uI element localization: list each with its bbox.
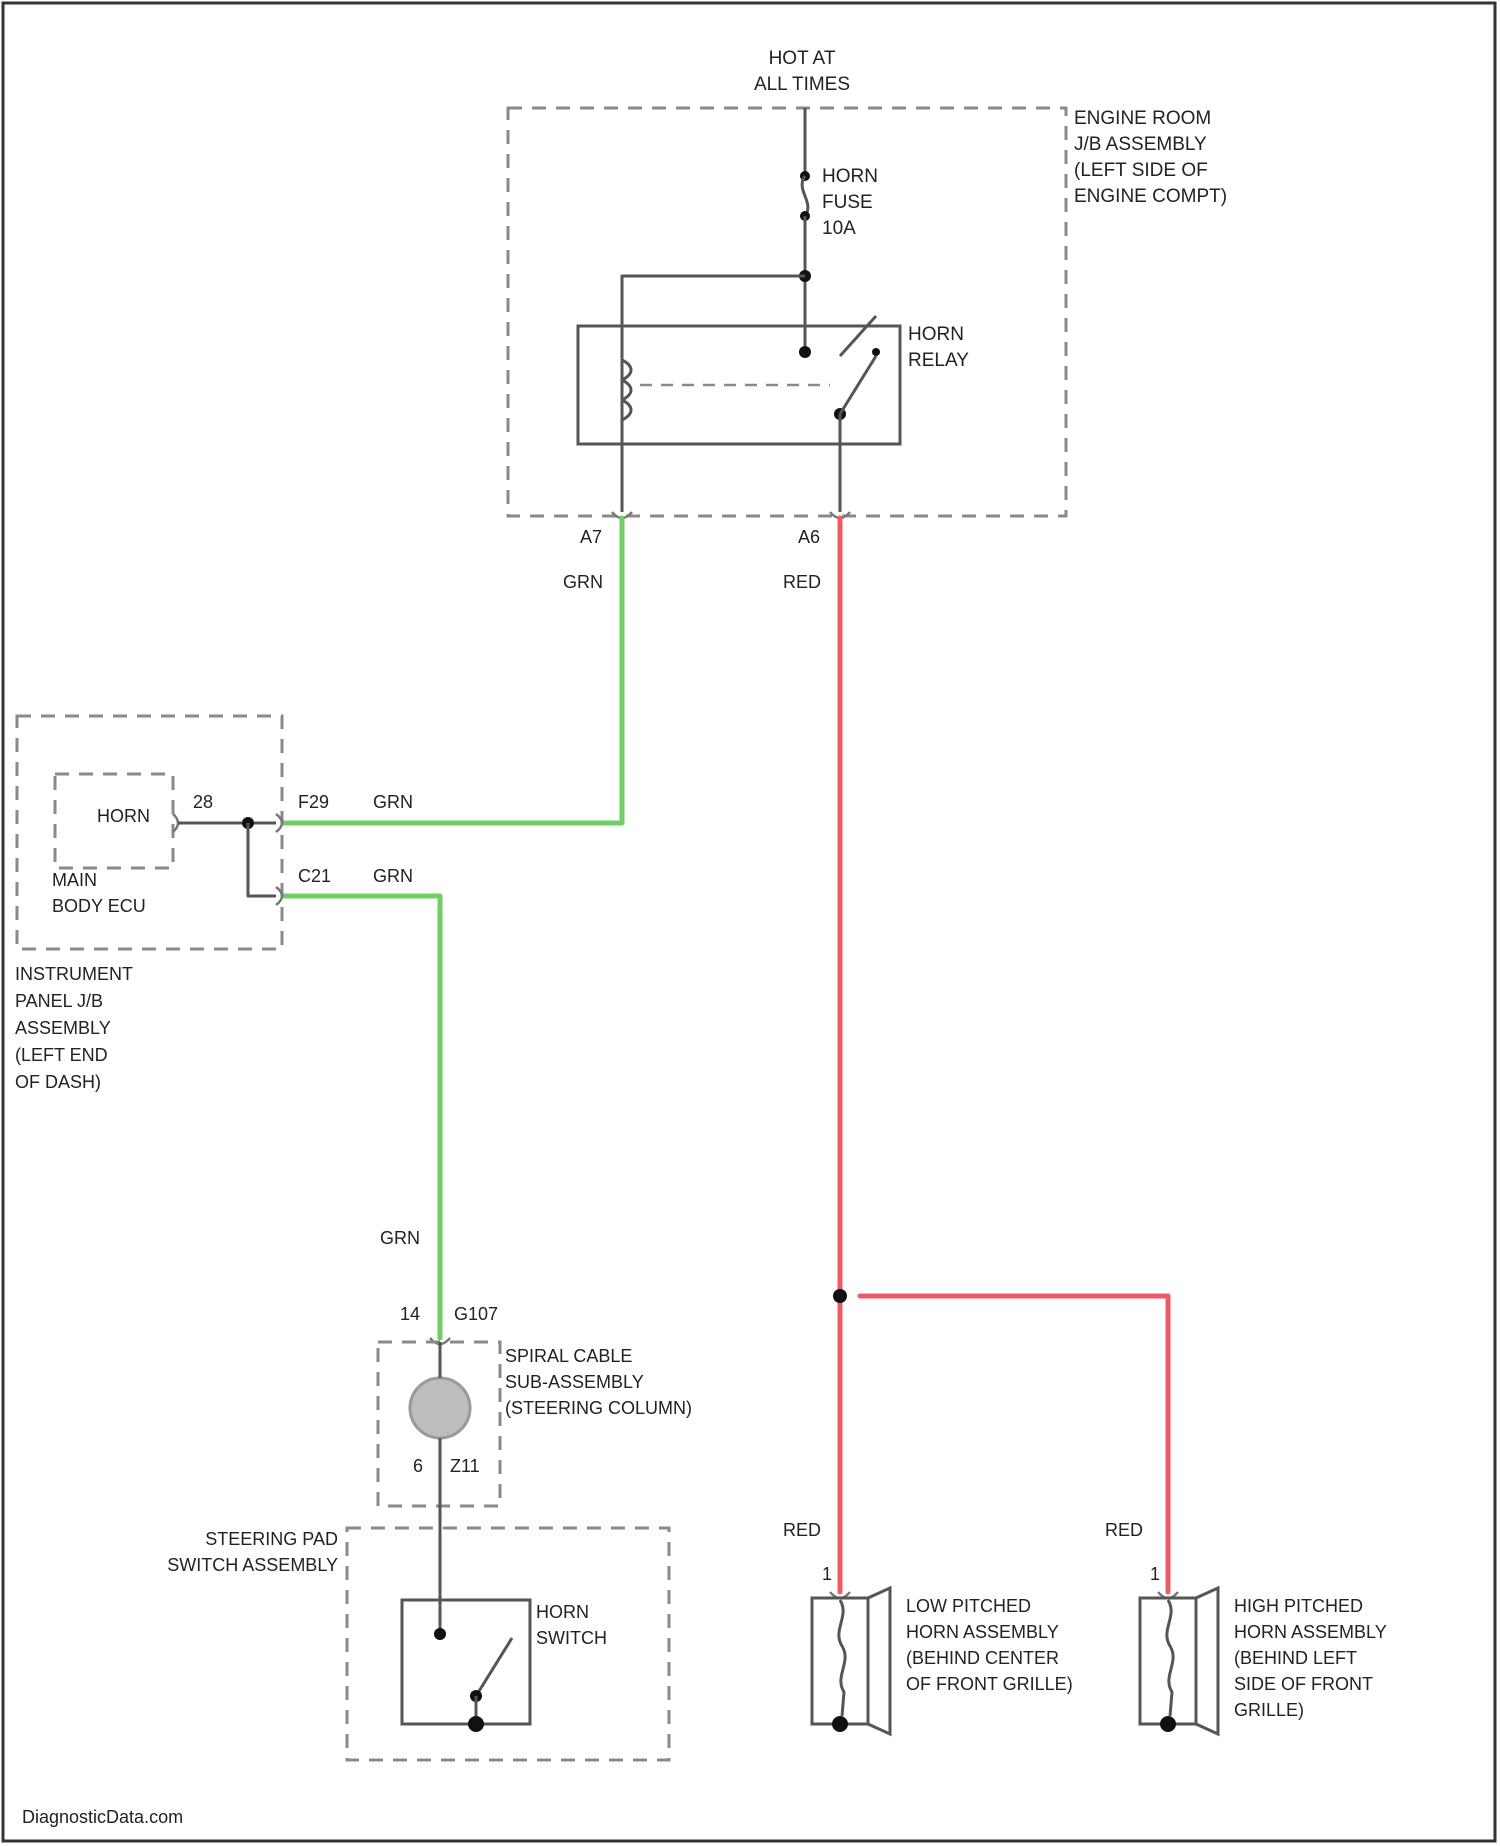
instrument-panel-jb-label-5: OF DASH) bbox=[15, 1072, 101, 1092]
engine-room-jb-label-1: ENGINE ROOM bbox=[1074, 108, 1211, 129]
horn-fuse bbox=[800, 108, 810, 221]
pin-28-label: 28 bbox=[193, 792, 213, 812]
horn-relay-label-2: RELAY bbox=[908, 350, 969, 371]
pin-a7-label: A7 bbox=[580, 527, 602, 547]
horn-switch-ground bbox=[468, 1716, 484, 1732]
main-body-ecu-label-2: BODY ECU bbox=[52, 896, 146, 916]
low-horn-ground bbox=[832, 1716, 848, 1732]
high-horn-ground bbox=[1160, 1716, 1176, 1732]
spiral-cable-label-2: SUB-ASSEMBLY bbox=[505, 1372, 644, 1392]
instrument-panel-jb-label-1: INSTRUMENT bbox=[15, 964, 133, 984]
instrument-panel-jb-label-4: (LEFT END bbox=[15, 1045, 108, 1065]
horn-fuse-label-3: 10A bbox=[822, 218, 856, 239]
spiral-cable-label-1: SPIRAL CABLE bbox=[505, 1346, 632, 1366]
spiral-cable-label-3: (STEERING COLUMN) bbox=[505, 1398, 692, 1418]
low-horn-label-3: (BEHIND CENTER bbox=[906, 1648, 1059, 1668]
wire-color-grn-f29: GRN bbox=[373, 792, 413, 812]
wire-color-red-high: RED bbox=[1105, 1520, 1143, 1540]
engine-room-jb-label-2: J/B ASSEMBLY bbox=[1074, 134, 1207, 155]
wire-color-grn-a7: GRN bbox=[563, 572, 603, 592]
main-body-ecu-horn-label: HORN bbox=[97, 806, 150, 826]
red-splice-dot bbox=[833, 1289, 847, 1303]
low-horn-label-1: LOW PITCHED bbox=[906, 1596, 1031, 1616]
main-body-ecu-label-1: MAIN bbox=[52, 870, 97, 890]
pin-6-label: 6 bbox=[413, 1456, 423, 1476]
pin-1-low-label: 1 bbox=[822, 1564, 832, 1584]
horn-fuse-label-1: HORN bbox=[822, 166, 878, 187]
high-horn-label-1: HIGH PITCHED bbox=[1234, 1596, 1363, 1616]
horn-fuse-label-2: FUSE bbox=[822, 192, 873, 213]
wire-color-red-a6: RED bbox=[783, 572, 821, 592]
steering-pad-label-2: SWITCH ASSEMBLY bbox=[167, 1555, 338, 1575]
high-horn-label-3: (BEHIND LEFT bbox=[1234, 1648, 1357, 1668]
pin-1-high-label: 1 bbox=[1150, 1564, 1160, 1584]
relay-feed-wiring bbox=[622, 216, 811, 512]
low-horn-label-4: OF FRONT GRILLE) bbox=[906, 1674, 1073, 1694]
ecu-internal-wiring bbox=[178, 817, 276, 896]
pin-g107-label: G107 bbox=[454, 1304, 498, 1324]
pin-f29-label: F29 bbox=[298, 792, 329, 812]
engine-room-jb-label-4: ENGINE COMPT) bbox=[1074, 186, 1227, 207]
pin-14-label: 14 bbox=[400, 1304, 420, 1324]
grn-wire-c21-to-g107 bbox=[284, 896, 440, 1338]
instrument-panel-jb-label-2: PANEL J/B bbox=[15, 991, 103, 1011]
horn-switch-contact-top bbox=[434, 1628, 446, 1640]
high-horn-label-4: SIDE OF FRONT bbox=[1234, 1674, 1373, 1694]
low-horn-label-2: HORN ASSEMBLY bbox=[906, 1622, 1059, 1642]
spiral-cable-symbol bbox=[410, 1378, 470, 1438]
pin-a6-label: A6 bbox=[798, 527, 820, 547]
horn-relay-label-1: HORN bbox=[908, 324, 964, 345]
grn-wire-relay-to-f29 bbox=[284, 518, 622, 823]
horn-switch-box bbox=[402, 1600, 530, 1724]
instrument-panel-jb-label-3: ASSEMBLY bbox=[15, 1018, 111, 1038]
power-label-line2: ALL TIMES bbox=[754, 74, 850, 95]
horn-switch-label-1: HORN bbox=[536, 1602, 589, 1622]
horn-switch-blade bbox=[476, 1638, 512, 1696]
watermark: DiagnosticData.com bbox=[22, 1807, 183, 1827]
horn-relay-coil bbox=[622, 360, 830, 420]
pin-c21-label: C21 bbox=[298, 866, 331, 886]
horn-switch-label-2: SWITCH bbox=[536, 1628, 607, 1648]
steering-pad-label-1: STEERING PAD bbox=[205, 1529, 338, 1549]
power-label-line1: HOT AT bbox=[769, 48, 836, 69]
engine-room-jb-box bbox=[508, 108, 1066, 516]
wire-color-grn-c21: GRN bbox=[373, 866, 413, 886]
high-horn-label-5: GRILLE) bbox=[1234, 1700, 1304, 1720]
horn-relay-contact bbox=[799, 316, 880, 512]
high-horn-label-2: HORN ASSEMBLY bbox=[1234, 1622, 1387, 1642]
red-wire-to-high-horn bbox=[860, 1296, 1168, 1592]
wire-color-grn-g107: GRN bbox=[380, 1228, 420, 1248]
engine-room-jb-label-3: (LEFT SIDE OF bbox=[1074, 160, 1208, 181]
wire-color-red-low: RED bbox=[783, 1520, 821, 1540]
pin-z11-label: Z11 bbox=[450, 1456, 480, 1476]
high-horn-symbol bbox=[1140, 1588, 1218, 1734]
low-horn-symbol bbox=[812, 1588, 890, 1734]
